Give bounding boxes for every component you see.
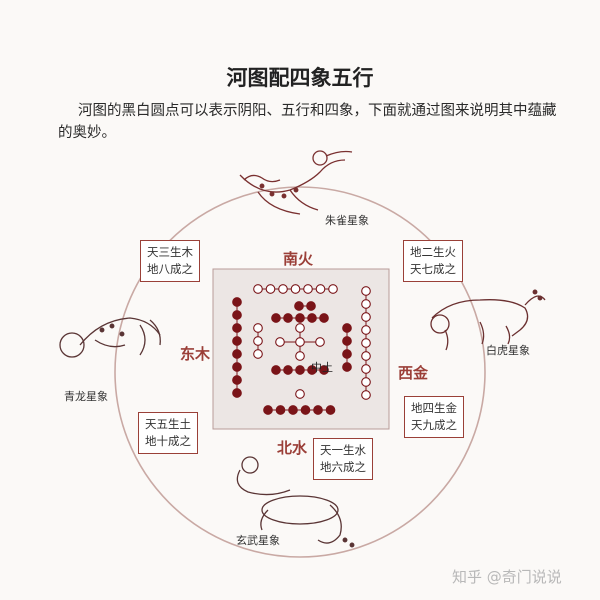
south-outer-white-dot bbox=[265, 284, 276, 294]
east-outer-black-dot bbox=[232, 336, 242, 346]
west-inner-black-dot bbox=[342, 336, 352, 346]
box-water-line-2: 地六成之 bbox=[320, 460, 366, 474]
west-inner-black-dot bbox=[342, 362, 352, 372]
east-outer-black-dot bbox=[232, 323, 242, 333]
center-black-dot bbox=[307, 313, 317, 323]
south-inner-black-dot bbox=[294, 301, 304, 311]
box-metal-line-2: 天九成之 bbox=[411, 418, 457, 432]
center-black-dot bbox=[319, 313, 329, 323]
box-metal: 地四生金 天九成之 bbox=[404, 396, 464, 438]
box-earth-line-2: 地十成之 bbox=[145, 434, 191, 448]
west-outer-white-dot bbox=[361, 299, 371, 309]
center-black-dot bbox=[283, 365, 293, 375]
south-outer-white-dot bbox=[253, 284, 263, 294]
west-outer-white-dot bbox=[361, 325, 371, 335]
north-outer-black-dot bbox=[313, 405, 323, 415]
box-wood-line-1: 天三生木 bbox=[147, 245, 193, 259]
center-black-dot bbox=[271, 313, 281, 323]
direction-south: 南火 bbox=[283, 250, 314, 268]
white-tiger-illustration bbox=[430, 289, 546, 351]
center-white-dot bbox=[295, 351, 305, 361]
black-tortoise-illustration bbox=[236, 456, 355, 548]
east-outer-black-dot bbox=[232, 349, 242, 359]
caption-vermilion-bird: 朱雀星象 bbox=[325, 214, 369, 227]
west-inner-black-dot bbox=[342, 349, 352, 359]
center-black-dot bbox=[283, 313, 293, 323]
west-outer-white-dot bbox=[361, 351, 371, 361]
box-earth-line-1: 天五生土 bbox=[145, 417, 191, 431]
outer-circle bbox=[114, 186, 486, 558]
center-white-dot bbox=[275, 337, 285, 347]
box-metal-line-1: 地四生金 bbox=[411, 401, 457, 415]
box-water-line-1: 天一生水 bbox=[320, 443, 366, 457]
box-water: 天一生水 地六成之 bbox=[313, 438, 373, 480]
center-earth-label: 中土 bbox=[311, 361, 333, 374]
south-outer-white-dot bbox=[290, 284, 301, 294]
page-title: 河图配四象五行 bbox=[226, 66, 374, 90]
box-wood: 天三生木 地八成之 bbox=[140, 240, 200, 282]
center-black-dot bbox=[271, 365, 281, 375]
east-outer-black-dot bbox=[232, 388, 242, 398]
south-outer-white-dot bbox=[278, 284, 288, 294]
east-outer-black-dot bbox=[232, 297, 242, 307]
north-outer-black-dot bbox=[263, 405, 273, 415]
south-inner-black-dot bbox=[306, 301, 316, 311]
box-fire: 地二生火 天七成之 bbox=[403, 240, 463, 282]
vermilion-bird-illustration bbox=[239, 150, 353, 215]
hetu-square bbox=[212, 268, 390, 430]
east-outer-black-dot bbox=[232, 362, 242, 372]
caption-azure-dragon: 青龙星象 bbox=[64, 390, 108, 403]
center-black-dot bbox=[307, 365, 317, 375]
west-outer-white-dot bbox=[361, 338, 371, 348]
south-outer-white-dot bbox=[303, 284, 313, 294]
center-white-dot bbox=[295, 323, 305, 333]
east-inner-white-dot bbox=[253, 349, 263, 359]
intro-paragraph: 河图的黑白圆点可以表示阴阳、五行和四象，下面就通过图来说明其中蕴藏的奥妙。 bbox=[58, 103, 557, 141]
center-black-dot bbox=[319, 365, 329, 375]
east-inner-white-dot bbox=[253, 323, 263, 333]
caption-white-tiger: 白虎星象 bbox=[486, 344, 530, 357]
box-fire-line-2: 天七成之 bbox=[410, 262, 456, 276]
west-inner-black-dot bbox=[342, 323, 352, 333]
east-outer-black-dot bbox=[232, 375, 242, 385]
west-outer-white-dot bbox=[361, 390, 371, 400]
hetu-dots bbox=[232, 284, 371, 415]
watermark: 知乎 @奇门说说 bbox=[452, 568, 562, 586]
north-outer-black-dot bbox=[288, 405, 298, 415]
center-white-dot bbox=[295, 337, 305, 347]
north-outer-black-dot bbox=[275, 405, 286, 415]
south-outer-white-dot bbox=[315, 284, 326, 294]
caption-black-tortoise: 玄武星象 bbox=[236, 534, 280, 547]
south-outer-white-dot bbox=[328, 284, 338, 294]
west-outer-white-dot bbox=[361, 364, 371, 374]
direction-east: 东木 bbox=[180, 345, 211, 363]
direction-west: 西金 bbox=[398, 364, 429, 382]
box-wood-line-2: 地八成之 bbox=[147, 262, 193, 276]
west-outer-white-dot bbox=[361, 286, 371, 296]
west-outer-white-dot bbox=[361, 377, 371, 387]
west-outer-white-dot bbox=[361, 312, 371, 322]
east-outer-black-dot bbox=[232, 310, 242, 320]
box-fire-line-1: 地二生火 bbox=[410, 245, 456, 259]
center-black-dot bbox=[295, 365, 305, 375]
east-inner-white-dot bbox=[253, 336, 263, 346]
center-white-dot bbox=[315, 337, 325, 347]
azure-dragon-illustration bbox=[59, 317, 161, 358]
north-outer-black-dot bbox=[325, 405, 336, 415]
direction-north: 北水 bbox=[277, 439, 308, 457]
north-outer-black-dot bbox=[300, 405, 311, 415]
north-inner-white-dot bbox=[295, 389, 305, 399]
center-black-dot bbox=[295, 313, 305, 323]
box-earth: 天五生土 地十成之 bbox=[138, 412, 198, 454]
